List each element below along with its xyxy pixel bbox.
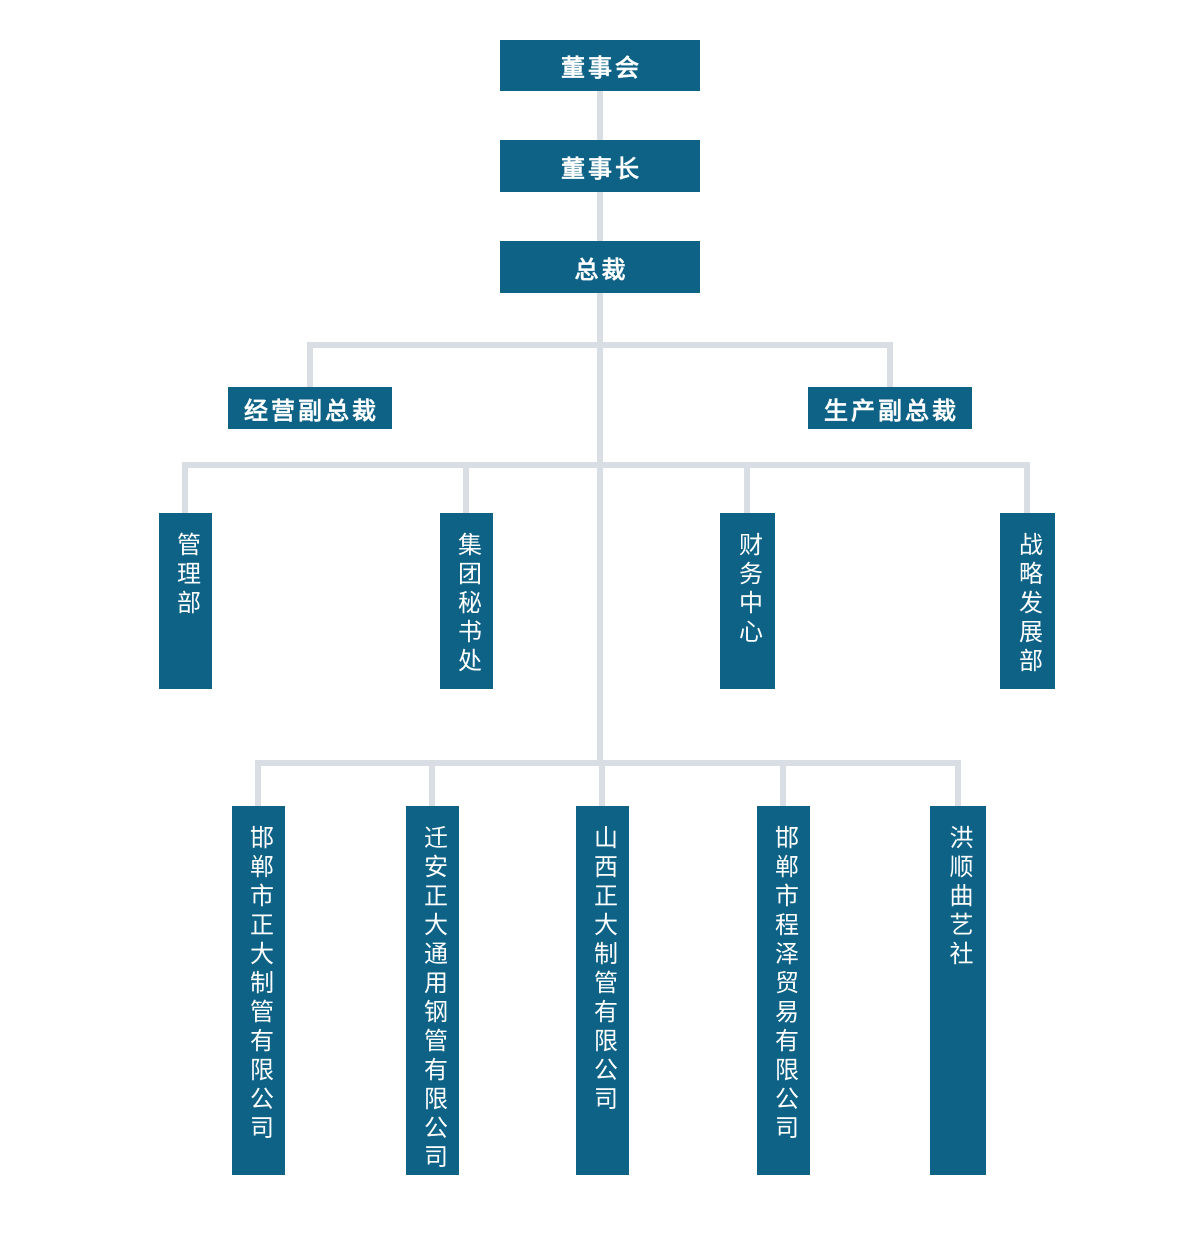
node-company-qianan-zhengda: 迁安正大通用钢管有限公司 xyxy=(406,806,459,1175)
connector-dept-horizontal xyxy=(182,462,1030,468)
node-company-handan-chengze: 邯郸市程泽贸易有限公司 xyxy=(757,806,810,1175)
connector-vp-production-drop xyxy=(887,342,893,387)
connector-dept-secretariat-drop xyxy=(463,462,469,513)
node-company-shanxi-zhengda: 山西正大制管有限公司 xyxy=(576,806,629,1175)
node-company-handan-chengze-label: 邯郸市程泽贸易有限公司 xyxy=(770,825,798,1144)
node-vp-production: 生产副总裁 xyxy=(808,387,972,429)
node-company-shanxi-zhengda-label: 山西正大制管有限公司 xyxy=(589,825,617,1115)
node-board: 董事会 xyxy=(500,40,700,91)
node-dept-group-secretariat-label: 集团秘书处 xyxy=(453,532,481,677)
node-dept-management-label: 管理部 xyxy=(172,532,200,619)
node-vp-production-label: 生产副总裁 xyxy=(824,398,959,425)
node-vp-operations: 经营副总裁 xyxy=(228,387,392,429)
connector-vp-operations-drop xyxy=(307,342,313,387)
connector-trunk-vertical xyxy=(597,293,603,765)
connector-dept-management-drop xyxy=(182,462,188,513)
connector-dept-finance-drop xyxy=(744,462,750,513)
node-board-label: 董事会 xyxy=(561,56,642,82)
node-company-hongshun-quyishe: 洪顺曲艺社 xyxy=(930,806,986,1175)
node-dept-management: 管理部 xyxy=(159,513,212,689)
connector-company-1-drop xyxy=(255,760,261,806)
node-dept-finance-center: 财务中心 xyxy=(720,513,775,689)
connector-vp-horizontal xyxy=(307,342,893,348)
connector-company-3-drop xyxy=(599,760,605,806)
connector-company-5-drop xyxy=(955,760,961,806)
node-dept-strategy-development: 战略发展部 xyxy=(1000,513,1055,689)
node-company-qianan-zhengda-label: 迁安正大通用钢管有限公司 xyxy=(419,825,447,1173)
node-dept-strategy-development-label: 战略发展部 xyxy=(1014,532,1042,677)
connector-company-2-drop xyxy=(429,760,435,806)
node-president: 总裁 xyxy=(500,241,700,293)
connector-company-4-drop xyxy=(780,760,786,806)
node-company-handan-zhengda: 邯郸市正大制管有限公司 xyxy=(232,806,285,1175)
connector-board-chairman xyxy=(597,91,603,141)
connector-dept-strategy-drop xyxy=(1024,462,1030,513)
node-dept-group-secretariat: 集团秘书处 xyxy=(440,513,493,689)
connector-company-horizontal xyxy=(255,760,961,766)
connector-chairman-president xyxy=(597,192,603,242)
node-company-hongshun-quyishe-label: 洪顺曲艺社 xyxy=(945,825,972,970)
node-president-label: 总裁 xyxy=(574,257,629,284)
node-chairman-label: 董事长 xyxy=(561,156,642,183)
node-chairman: 董事长 xyxy=(500,140,700,192)
node-vp-operations-label: 经营副总裁 xyxy=(244,398,379,425)
node-company-handan-zhengda-label: 邯郸市正大制管有限公司 xyxy=(245,825,273,1144)
node-dept-finance-center-label: 财务中心 xyxy=(734,532,762,648)
